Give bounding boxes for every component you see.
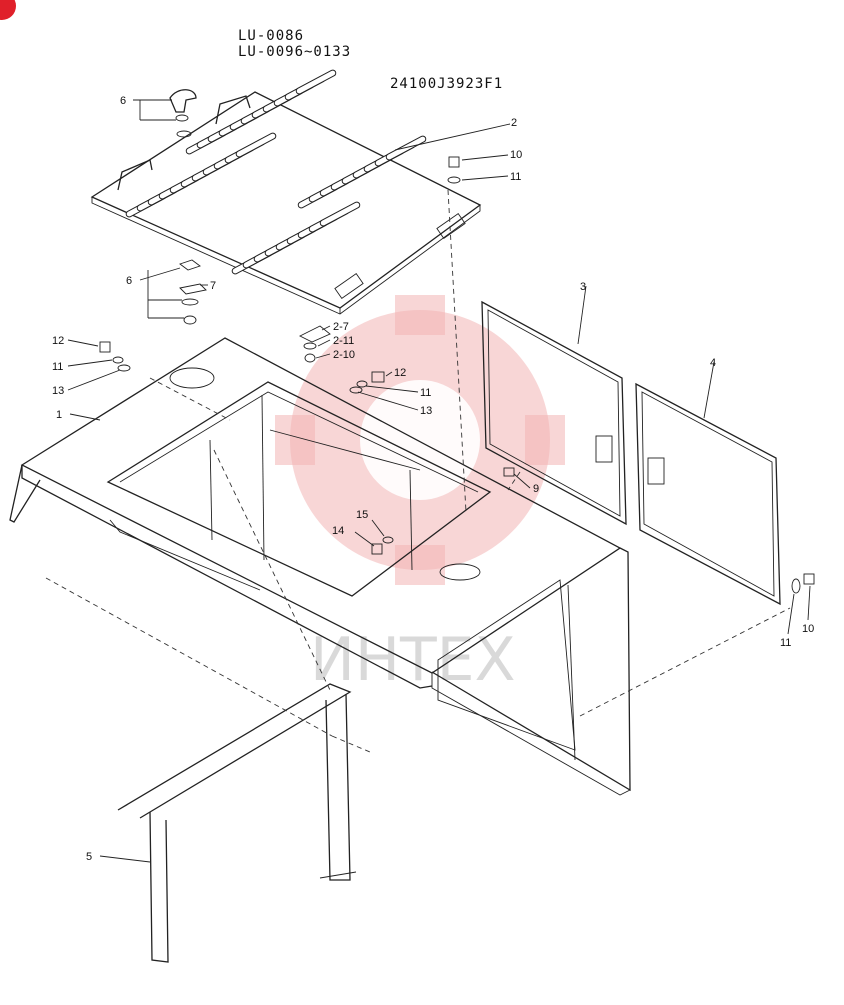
main-frame [9,337,631,796]
callout-6-lower: 6 [126,275,132,287]
cover-hinge-right [436,213,466,239]
cover-slot [385,135,427,161]
callout-12-right: 12 [394,367,406,379]
side-door-4 [635,382,781,606]
washer-15 [382,536,394,544]
callout-5: 5 [86,851,92,863]
top-cover-panel [90,91,482,315]
callout-11-right: 11 [420,387,431,399]
part-code: 24100J3923F1 [390,76,503,92]
watermark-gear [275,295,565,585]
cover-handle-left [117,159,153,191]
screw-9 [503,467,515,477]
callout-3: 3 [580,281,586,293]
cover-slot [319,201,361,227]
washer-13-right [349,386,363,394]
cover-slot [235,132,277,158]
callout-15: 15 [356,509,368,521]
reference-lines [45,189,791,753]
bolt-10-top [448,156,460,168]
callout-12-left: 12 [52,335,64,347]
cover-slots [125,69,427,275]
corner-badge [0,0,16,20]
washer-11-left [112,356,124,364]
support-bracket-5 [117,683,357,963]
callout-4: 4 [710,357,716,369]
model-range-line1: LU-0086 [238,28,304,44]
side-door-3 [481,300,627,526]
callout-2: 2 [511,117,517,129]
callout-2-10: 2-10 [333,349,355,361]
round-hole [439,563,481,581]
bolt-12-right [371,371,385,383]
callout-10-side: 10 [802,623,814,635]
door-4-latch [647,457,665,485]
model-range-line2: LU-0096~0133 [238,44,351,60]
callout-10-top: 10 [510,149,522,161]
callout-13-right: 13 [420,405,432,417]
callout-2-11: 2-11 [333,335,354,347]
cover-slot [295,69,337,95]
bolt-12-left [99,341,111,353]
cover-handle-right [215,95,251,125]
callout-2-7: 2-7 [333,321,349,333]
grille-vent [169,367,215,389]
washer-13-left [117,364,131,372]
cover-hinge-front [334,273,364,299]
hinge-hardware [298,325,331,363]
callout-13-left: 13 [52,385,64,397]
callout-11-top: 11 [510,171,521,183]
door-3-latch [595,435,613,463]
leader-lines [67,99,811,863]
callout-14: 14 [332,525,344,537]
callout-1: 1 [56,409,62,421]
washer-11-side [791,578,801,594]
bolt-10-side [803,573,815,585]
nut-14 [371,543,383,555]
callout-11-left: 11 [52,361,63,373]
callout-6-top: 6 [120,95,126,107]
washer-11-top [447,176,461,184]
callout-9: 9 [533,483,539,495]
watermark-text: ИНТЕХ [310,625,516,695]
callout-7: 7 [210,280,216,292]
callout-11-side: 11 [780,637,791,649]
latch-handle [169,89,197,113]
latch-assembly-lower [179,259,207,325]
